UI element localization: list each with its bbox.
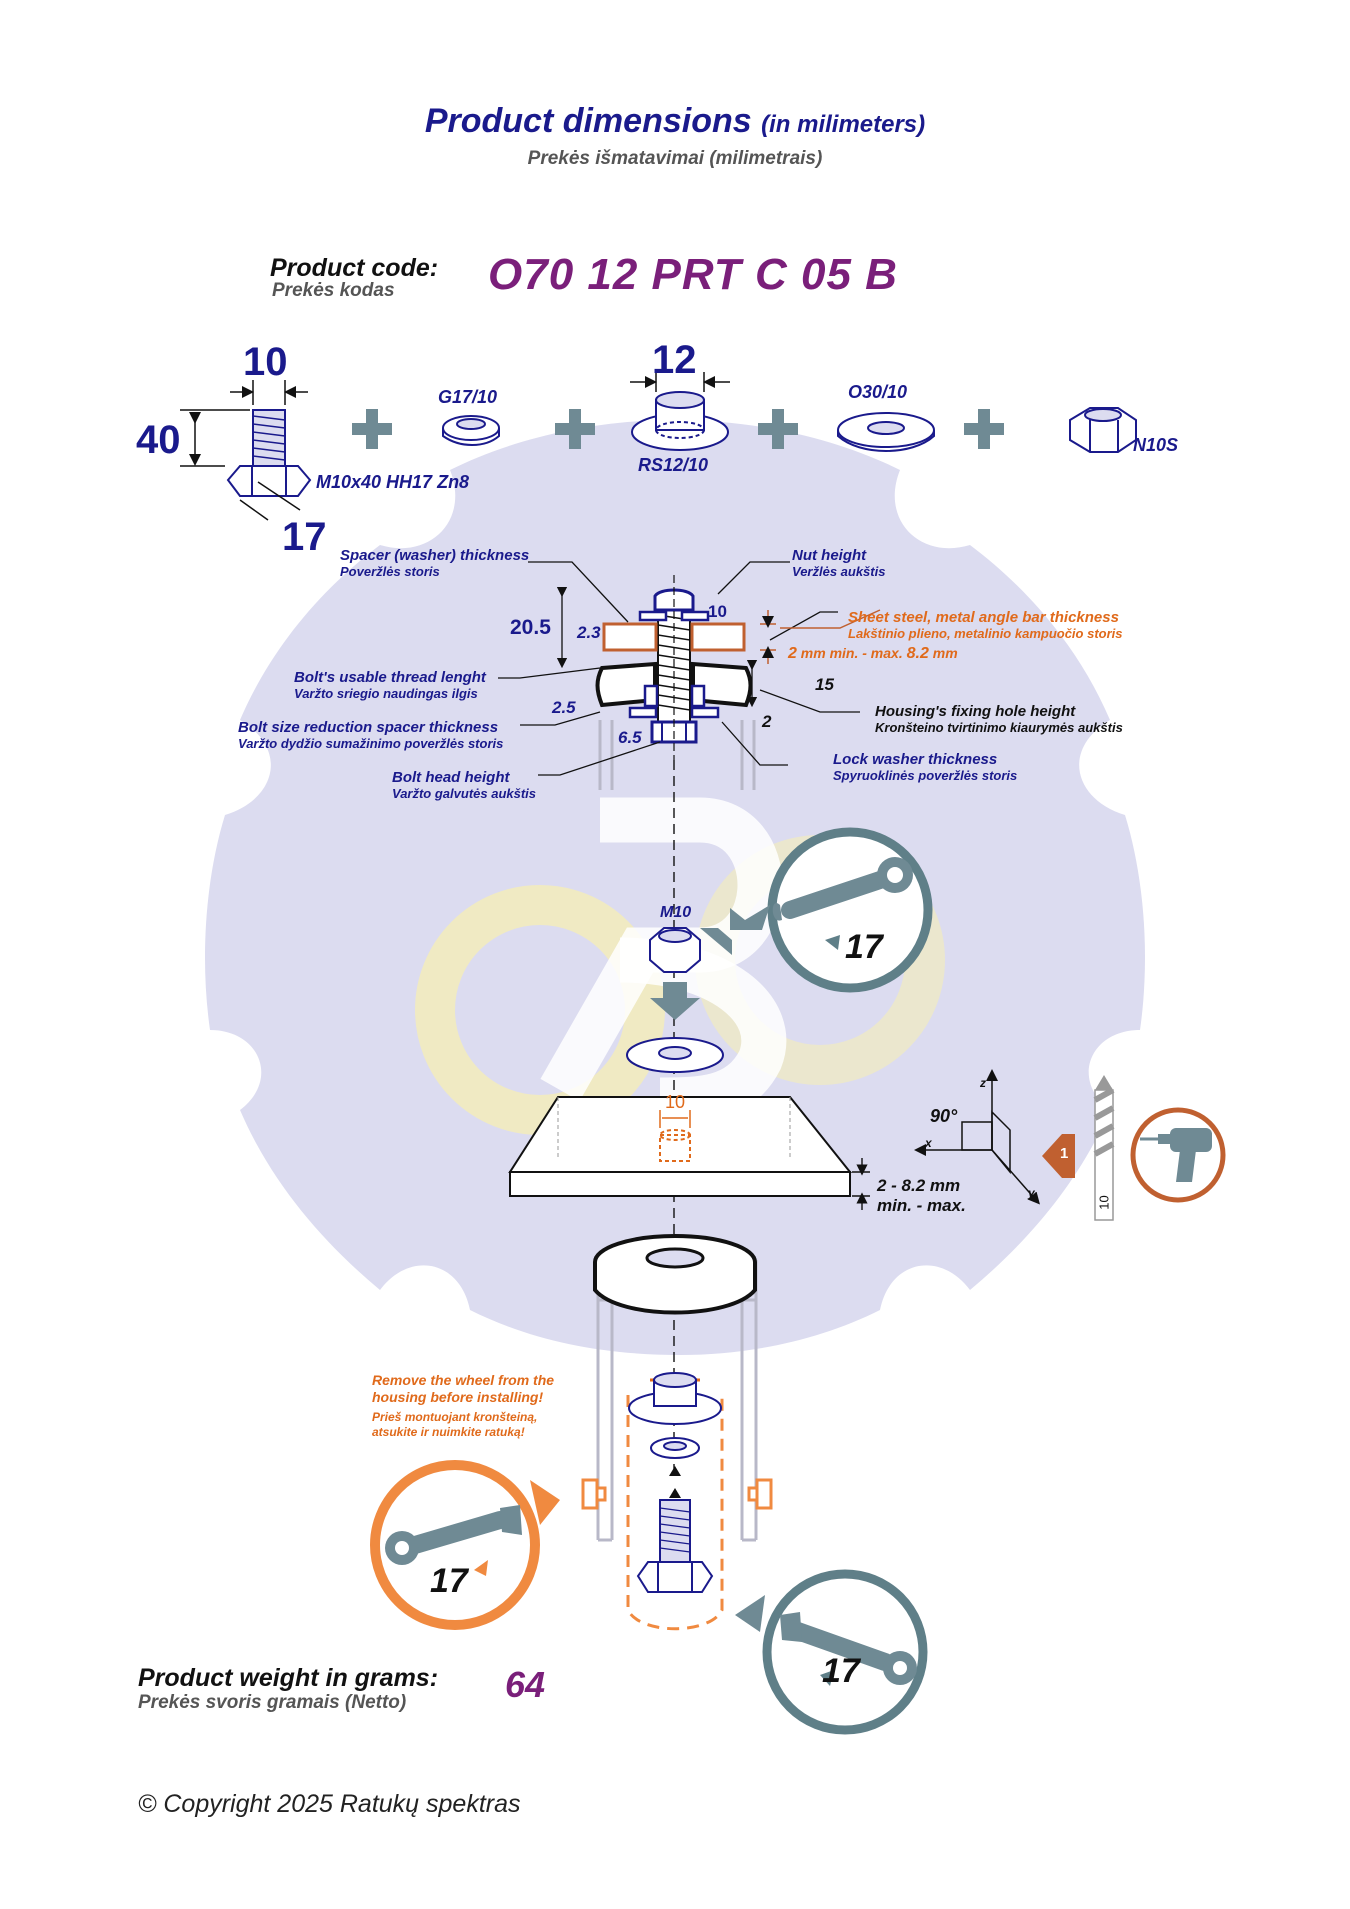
- bolt-dimension-lines: [180, 380, 308, 521]
- bolt-head-dim: 17: [282, 515, 327, 559]
- dim-10: 10: [708, 602, 727, 621]
- spacer-drawing: [631, 391, 729, 451]
- wrench-top-size: 17: [845, 928, 883, 966]
- dim-2-3: 2.3: [577, 623, 601, 642]
- dim-20-5: 20.5: [510, 616, 551, 639]
- drill-icon: [1130, 1107, 1226, 1203]
- plus-signs: [352, 409, 1004, 449]
- weight-label-lt: Prekės svoris gramais (Netto): [138, 1692, 407, 1713]
- step-1-arrow: [1042, 1134, 1075, 1178]
- copyright: © Copyright 2025 Ratukų spektras: [138, 1790, 521, 1818]
- nut-name: N10S: [1133, 435, 1179, 455]
- step-number: 1: [1060, 1145, 1069, 1162]
- spacer-name: RS12/10: [638, 455, 709, 475]
- drill-bit-icon: [1093, 1075, 1115, 1221]
- axis-diagram: [914, 1069, 1040, 1205]
- wrench-top-icon: [700, 827, 933, 993]
- sheet-thickness-range: 2 mm min. - max. 8.2 mm: [788, 645, 958, 662]
- product-code-value: O70 12 PRT C 05 B: [488, 250, 898, 299]
- wrench-bottom-left-icon: [370, 1460, 560, 1630]
- background-gear-logo: [205, 420, 1145, 1355]
- weight-label: Product weight in grams:: [138, 1664, 439, 1692]
- page-title: Product dimensions (in milimeters): [424, 102, 926, 140]
- dim-15: 15: [815, 675, 834, 694]
- drill-size-label: 10: [1096, 1195, 1112, 1210]
- dim-2-5: 2.5: [552, 698, 576, 717]
- spacer-dimension-lines: [630, 372, 730, 392]
- axis-x-label: x: [925, 1136, 932, 1150]
- bolt-drawing: [226, 409, 312, 497]
- angle-label: 90°: [930, 1106, 958, 1126]
- hole-size-label: 10: [665, 1092, 686, 1112]
- product-code-label: Product code:: [270, 254, 439, 282]
- bolt-length-dim: 40: [136, 418, 181, 462]
- warning-lt: Prieš montuojant kronšteiną, atsukite ir…: [372, 1410, 538, 1439]
- dim-6-5: 6.5: [618, 728, 642, 747]
- wrench-bottom-right-icon: [735, 1569, 928, 1735]
- page-subtitle: Prekės išmatavimai (milimetrais): [527, 148, 823, 169]
- wrench-bottom-right-size: 17: [822, 1652, 860, 1690]
- weight-value: 64: [505, 1664, 546, 1705]
- bolt-width-dim: 10: [243, 340, 288, 384]
- axis-z-label: z: [980, 1076, 986, 1090]
- warning-en: Remove the wheel from the housing before…: [372, 1372, 555, 1405]
- spacer-width-dim: 12: [652, 338, 697, 382]
- lock-washer-drawing: [442, 415, 500, 446]
- nut-m10-label: M10: [660, 904, 692, 921]
- axis-y-label: y: [1028, 1186, 1035, 1200]
- wrench-bottom-left-size: 17: [430, 1562, 468, 1600]
- installation-drawing: [508, 760, 870, 1631]
- lock-washer-name: G17/10: [438, 387, 498, 407]
- nut-drawing: [1069, 407, 1137, 453]
- washer-name: O30/10: [848, 382, 908, 402]
- cross-section-drawing: [498, 561, 881, 790]
- product-code-label-lt: Prekės kodas: [272, 280, 395, 301]
- bolt-name: M10x40 HH17 Zn8: [316, 472, 470, 492]
- dim-2: 2: [762, 712, 772, 731]
- washer-drawing: [837, 412, 935, 452]
